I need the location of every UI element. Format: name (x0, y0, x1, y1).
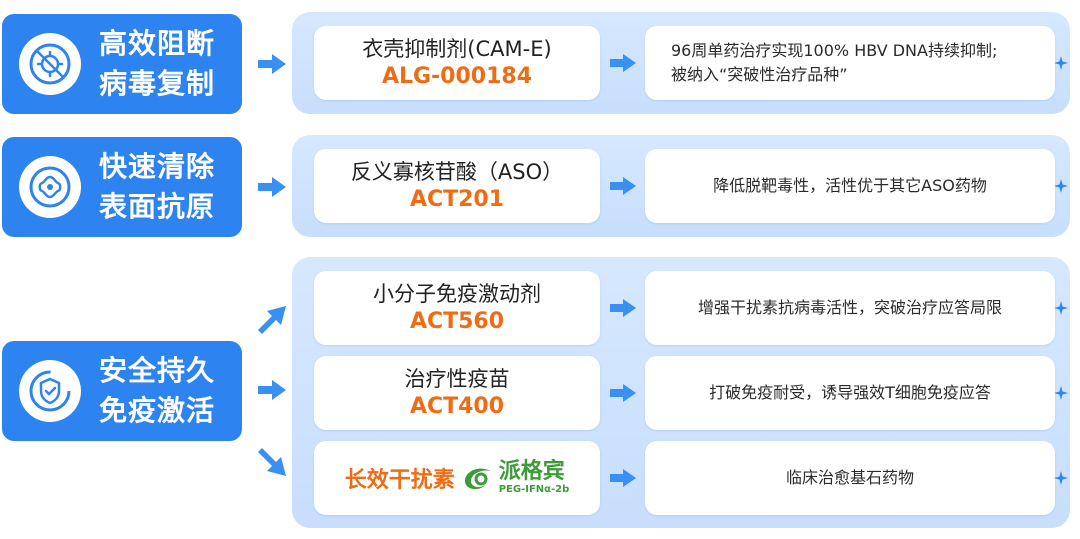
sparkle-icon (1054, 471, 1068, 485)
arrow-right-icon (610, 299, 636, 317)
virus-block-icon (29, 43, 71, 85)
brand-logo: 派格宾 PEG-IFNα-2b (498, 459, 570, 495)
arrow-down-right-icon (258, 448, 286, 476)
shield-immune-icon (29, 370, 71, 412)
arrow-right-icon (258, 380, 286, 400)
sparkle-icon (1054, 179, 1068, 193)
category-title: 安全持久 免疫激活 (99, 354, 216, 427)
drug-card: 衣壳抑制剂(CAM-E) ALG-000184 (314, 26, 600, 100)
effect-card: 96周单药治疗实现100% HBV DNA持续抑制; 被纳入“突破性治疗品种” (645, 26, 1055, 100)
arrow-right-icon (610, 384, 636, 402)
category-antigen-clearance: 快速清除 表面抗原 (2, 137, 242, 237)
drug-code: ACT201 (409, 187, 505, 212)
drug-class: 长效干扰素 (344, 468, 455, 493)
category-title: 高效阻断 病毒复制 (99, 27, 216, 100)
effect-card: 临床治愈基石药物 (645, 441, 1055, 515)
sparkle-icon (1054, 56, 1068, 70)
category-immune-activation: 安全持久 免疫激活 (2, 341, 242, 441)
effect-card: 打破免疫耐受，诱导强效T细胞免疫应答 (645, 356, 1055, 430)
drug-class: 小分子免疫激动剂 (373, 282, 541, 306)
effect-card: 增强干扰素抗病毒活性，突破治疗应答局限 (645, 271, 1055, 345)
arrow-right-icon (258, 54, 286, 74)
drug-code: ACT560 (409, 309, 505, 334)
arrow-right-icon (610, 469, 636, 487)
drug-card: 治疗性疫苗 ACT400 (314, 356, 600, 430)
arrow-right-icon (258, 177, 286, 197)
category-block-replication: 高效阻断 病毒复制 (2, 14, 242, 114)
drug-card: 反义寡核苷酸（ASO） ACT201 (314, 149, 600, 223)
panel-replication: 衣壳抑制剂(CAM-E) ALG-000184 96周单药治疗实现100% HB… (292, 12, 1070, 114)
panel-antigen: 反义寡核苷酸（ASO） ACT201 降低脱靶毒性，活性优于其它ASO药物 (292, 135, 1070, 237)
drug-class: 衣壳抑制剂(CAM-E) (362, 37, 552, 61)
sparkle-icon (1054, 386, 1068, 400)
drug-code: ACT400 (409, 394, 505, 419)
icon-ring (19, 156, 81, 218)
arrow-right-icon (610, 177, 636, 195)
category-title: 快速清除 表面抗原 (99, 150, 216, 223)
arrow-up-right-icon (258, 306, 286, 334)
panel-immune: 小分子免疫激动剂 ACT560 增强干扰素抗病毒活性，突破治疗应答局限 治疗性疫… (292, 257, 1070, 528)
sparkle-icon (1054, 301, 1068, 315)
icon-ring (19, 360, 81, 422)
drug-card: 长效干扰素 派格宾 PEG-IFNα-2b (314, 441, 600, 515)
brand-logo-icon (464, 468, 491, 490)
drug-class: 反义寡核苷酸（ASO） (350, 160, 564, 184)
drug-code: ALG-000184 (381, 64, 533, 89)
arrow-right-icon (610, 54, 636, 72)
effect-card: 降低脱靶毒性，活性优于其它ASO药物 (645, 149, 1055, 223)
drug-card: 小分子免疫激动剂 ACT560 (314, 271, 600, 345)
drug-class: 治疗性疫苗 (404, 367, 510, 391)
icon-ring (19, 33, 81, 95)
antigen-clear-icon (29, 166, 71, 208)
